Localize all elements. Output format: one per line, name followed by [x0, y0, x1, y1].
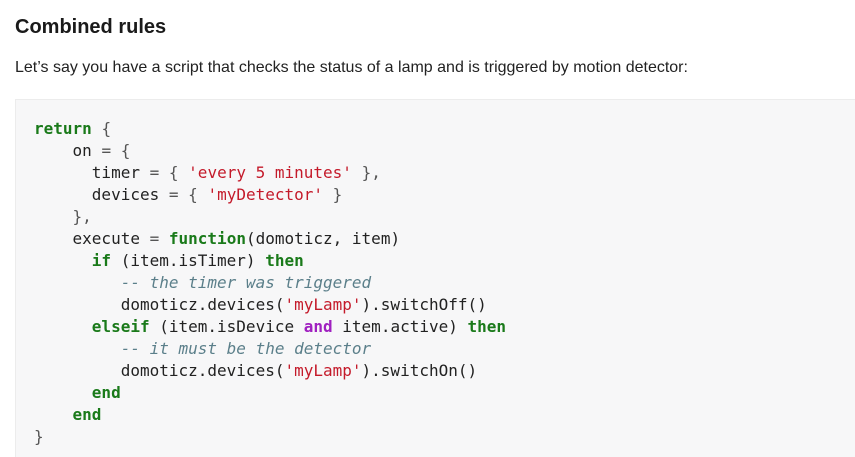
comment-detector: -- it must be the detector	[120, 339, 372, 358]
call-prefix: domoticz.devices(	[120, 295, 285, 314]
brace-close: }	[34, 427, 44, 446]
if-condition: (item.isTimer)	[120, 251, 256, 270]
brace-open: {	[168, 163, 179, 182]
section-heading: Combined rules	[15, 16, 167, 38]
keyword-then: then	[265, 251, 304, 270]
code-line-6: execute = function(domoticz, item)	[34, 228, 506, 250]
brace-close: }	[332, 185, 343, 204]
code-line-11: -- it must be the detector	[34, 338, 506, 360]
function-params: (domoticz, item)	[245, 229, 401, 248]
code-line-15: }	[34, 426, 506, 448]
lamp-string: 'myLamp'	[284, 295, 362, 314]
code-line-12: domoticz.devices('myLamp').switchOn()	[34, 360, 506, 382]
on-key: on	[72, 141, 92, 160]
intro-paragraph: Let’s say you have a script that checks …	[15, 59, 688, 76]
keyword-return: return	[34, 119, 92, 138]
equals-sign: =	[168, 185, 179, 204]
elseif-condition-a: (item.isDevice	[159, 317, 295, 336]
keyword-end: end	[91, 383, 121, 402]
execute-key: execute	[72, 229, 140, 248]
code-line-1: return {	[34, 118, 506, 140]
code-listing: return { on = { timer = { 'every 5 minut…	[34, 118, 506, 448]
keyword-if: if	[91, 251, 112, 270]
keyword-end: end	[72, 405, 102, 424]
keyword-elseif: elseif	[91, 317, 150, 336]
code-line-14: end	[34, 404, 506, 426]
code-line-7: if (item.isTimer) then	[34, 250, 506, 272]
code-line-5: },	[34, 206, 506, 228]
equals-sign: =	[149, 163, 160, 182]
call-prefix: domoticz.devices(	[120, 361, 285, 380]
lamp-string: 'myLamp'	[284, 361, 362, 380]
brace-close: },	[72, 207, 92, 226]
code-line-3: timer = { 'every 5 minutes' },	[34, 162, 506, 184]
elseif-condition-b: item.active)	[342, 317, 458, 336]
code-line-10: elseif (item.isDevice and item.active) t…	[34, 316, 506, 338]
code-line-8: -- the timer was triggered	[34, 272, 506, 294]
equals-sign: =	[149, 229, 160, 248]
brace-close: },	[361, 163, 381, 182]
code-line-4: devices = { 'myDetector' }	[34, 184, 506, 206]
equals-sign: =	[101, 141, 112, 160]
code-line-9: domoticz.devices('myLamp').switchOff()	[34, 294, 506, 316]
switch-off-call: ).switchOff()	[361, 295, 487, 314]
keyword-and: and	[303, 317, 333, 336]
keyword-then: then	[467, 317, 507, 336]
code-line-13: end	[34, 382, 506, 404]
timer-key: timer	[91, 163, 140, 182]
devices-key: devices	[91, 185, 160, 204]
keyword-function: function	[168, 229, 246, 248]
switch-on-call: ).switchOn()	[361, 361, 478, 380]
brace-open: {	[120, 141, 131, 160]
brace-open: {	[188, 185, 198, 204]
timer-string: 'every 5 minutes'	[188, 163, 352, 182]
code-line-2: on = {	[34, 140, 506, 162]
brace-open: {	[101, 119, 112, 138]
devices-string: 'myDetector'	[207, 185, 324, 204]
comment-timer: -- the timer was triggered	[120, 273, 372, 292]
code-block: return { on = { timer = { 'every 5 minut…	[15, 99, 855, 457]
